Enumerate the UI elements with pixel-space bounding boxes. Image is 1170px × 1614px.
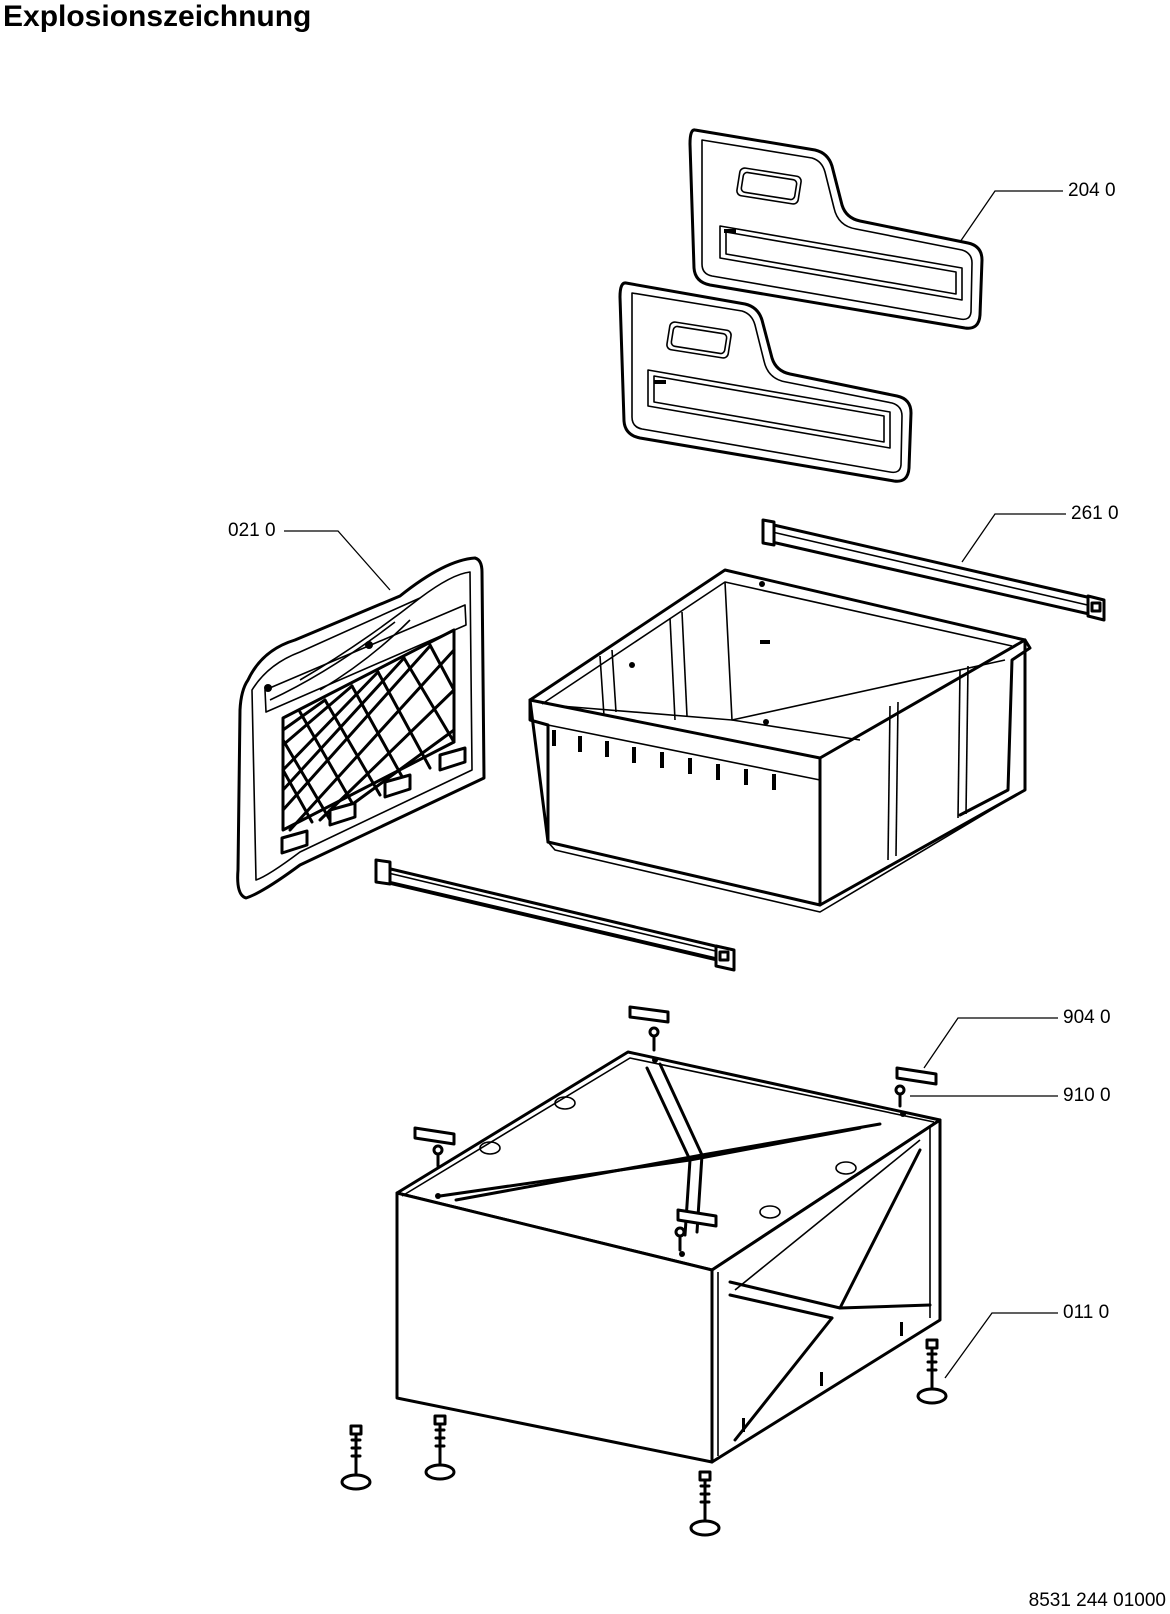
page-title: Explosionszeichnung [3,0,312,33]
leader-lines [284,190,1066,1379]
drawer-tub [528,568,1032,913]
document-number: 8531 244 01000 [1028,1590,1166,1611]
screw-parts [432,1026,906,1252]
side-panel-lower [618,281,913,483]
drawer-front [236,556,486,900]
clip-parts [413,1005,938,1228]
part-label-011: 011 0 [1063,1302,1110,1323]
adjustable-feet [340,1338,948,1537]
part-label-261: 261 0 [1071,503,1119,524]
drawer-rail-lower [374,858,736,972]
part-label-904: 904 0 [1063,1007,1111,1028]
part-label-910: 910 0 [1063,1085,1111,1106]
drawer-rail-upper [761,518,1106,622]
base-cabinet [395,1050,942,1464]
side-panel-upper [688,128,984,330]
part-label-021: 021 0 [228,520,276,541]
part-label-204: 204 0 [1068,180,1116,201]
